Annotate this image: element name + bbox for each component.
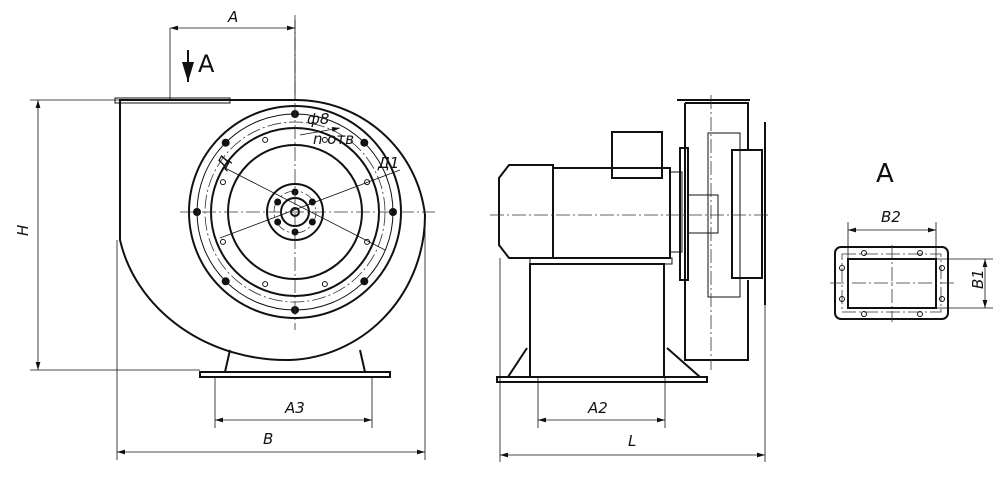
- terminal-box: [611, 131, 663, 179]
- view-arrow-label: A: [198, 50, 215, 78]
- bolt-hole: [360, 138, 369, 147]
- dim-a2: A2: [587, 399, 608, 417]
- view-a-title: A: [876, 159, 894, 189]
- base-plate: [199, 371, 391, 378]
- bolt-hole: [262, 136, 269, 143]
- bolt-hole: [917, 250, 923, 256]
- fan-housing: [684, 102, 749, 361]
- bolt-hole: [839, 265, 845, 271]
- side-base-plate: [496, 376, 708, 383]
- view-a: A B2 B1: [830, 159, 993, 322]
- feet: [224, 349, 366, 373]
- bolt-hole: [274, 218, 282, 226]
- outlet-flange: [114, 97, 231, 104]
- bolt-hole: [321, 281, 328, 288]
- bolt-hole: [839, 296, 845, 302]
- bolt-hole: [308, 218, 316, 226]
- bolt-hole: [360, 277, 369, 286]
- volute-casing: [119, 98, 427, 362]
- side-view: A2 L: [490, 95, 770, 462]
- dim-b: B: [263, 430, 273, 448]
- bolt-hole: [321, 136, 328, 143]
- dim-a: A: [227, 8, 238, 26]
- bolt-hole: [939, 265, 945, 271]
- motor-fan-cap: [498, 164, 554, 259]
- bolt-hole: [262, 281, 269, 288]
- bolt-hole: [219, 179, 226, 186]
- hole-count-label: n отв: [313, 130, 354, 148]
- dim-a3: A3: [284, 399, 305, 417]
- shaft: [687, 194, 719, 234]
- hole-dia-label: ф8: [307, 110, 329, 128]
- bolt-hole: [861, 311, 867, 317]
- dim-l: L: [628, 432, 636, 450]
- dim-h: H: [14, 225, 32, 236]
- bolt-hole: [274, 198, 282, 206]
- bolt-hole: [939, 296, 945, 302]
- bolt-hole: [364, 179, 371, 186]
- bolt-hole: [221, 138, 230, 147]
- bolt-hole: [221, 277, 230, 286]
- front-view: A A ф8 n отв Д Д1 H A3 B: [14, 8, 435, 460]
- bolt-hole: [861, 250, 867, 256]
- dim-b2: B2: [881, 208, 901, 226]
- motor-stand: [529, 263, 665, 378]
- motor-body: [552, 167, 671, 259]
- bolt-hole: [917, 311, 923, 317]
- bolt-hole: [219, 238, 226, 245]
- dia-outer-label: Д1: [377, 154, 399, 172]
- bolt-hole: [389, 208, 397, 216]
- dim-b1: B1: [969, 269, 987, 289]
